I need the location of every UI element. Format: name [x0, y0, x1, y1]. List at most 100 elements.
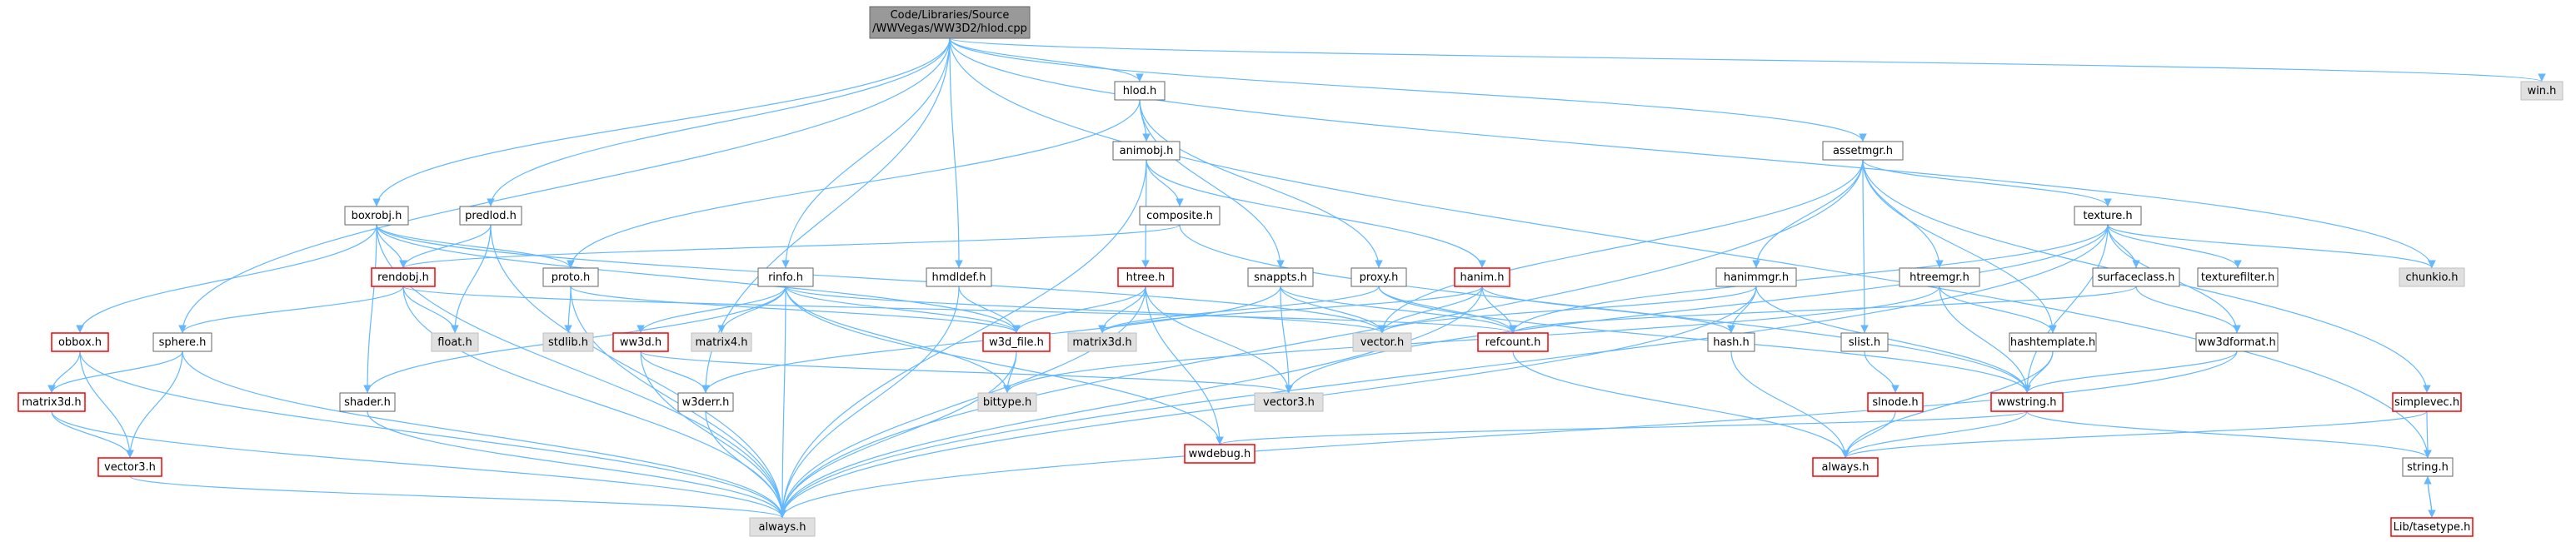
node-box [2390, 517, 2474, 537]
node-wwstring[interactable]: wwstring.h [1990, 392, 2064, 412]
node-label: string.h [2407, 461, 2449, 474]
node-label: stdlib.h [548, 336, 588, 349]
node-hanimmgr[interactable]: hanimmgr.h [1715, 267, 1797, 287]
node-htree[interactable]: htree.h [1117, 267, 1174, 287]
node-wwdebug[interactable]: wwdebug.h [1184, 444, 1256, 464]
edge-ww3d-to-vector3_grey [640, 351, 1293, 394]
node-box [339, 392, 396, 412]
node-assetmgr[interactable]: assetmgr.h [1822, 141, 1904, 161]
node-matrix3d[interactable]: matrix3d.h [17, 392, 86, 412]
node-box [459, 206, 522, 226]
node-box [2399, 267, 2465, 287]
node-label: always.h [758, 521, 806, 534]
node-w3derr[interactable]: w3derr.h [677, 392, 734, 412]
node-vector3[interactable]: vector3.h [97, 457, 162, 477]
node-always[interactable]: always.h [1812, 457, 1879, 477]
edge-w3derr-to-always_grey [705, 410, 786, 519]
node-box [691, 332, 752, 352]
node-animobj[interactable]: animobj.h [1112, 141, 1181, 161]
node-composite[interactable]: composite.h [1139, 206, 1221, 226]
node-chunkio[interactable]: chunkio.h [2399, 267, 2465, 287]
edge-proto-to-always_grey [570, 286, 786, 519]
node-hashtemplate[interactable]: hashtemplate.h [2009, 332, 2097, 352]
node-vectorh[interactable]: vector.h [1352, 332, 1412, 352]
edge-assetmgr-to-vectorh [1378, 159, 1864, 334]
node-label: htreemgr.h [1910, 271, 1969, 284]
edge-rinfo-to-always_grey [778, 286, 786, 519]
edge-wwstring-to-always [1841, 410, 2028, 459]
edge-ww3dformat-to-always_grey [778, 351, 2238, 519]
node-hlod[interactable]: hlod.h [1114, 81, 1166, 101]
edge-boxrobj-to-proto [376, 224, 575, 269]
node-slist[interactable]: slist.h [1840, 332, 1889, 352]
node-label: htree.h [1126, 271, 1166, 284]
node-refcount[interactable]: refcount.h [1477, 332, 1549, 352]
edge-wwstring-to-string [2026, 410, 2432, 459]
node-vector3-grey[interactable]: vector3.h [1254, 392, 1324, 412]
node-obbox[interactable]: obbox.h [51, 332, 109, 352]
node-matrix3d-grey[interactable]: matrix3d.h [1067, 332, 1137, 352]
node-sphere[interactable]: sphere.h [152, 332, 212, 352]
node-libtasetype[interactable]: Lib/tasetype.h [2390, 517, 2474, 537]
edge-texture-to-vector3_grey [1285, 224, 2109, 394]
edge-proxy-to-refcount [1378, 286, 1517, 334]
node-hmdldef[interactable]: hmdldef.h [926, 267, 992, 287]
edge-root-to-winh [949, 37, 2546, 82]
edge-surfaceclass-to-ww3dformat [2135, 286, 2241, 334]
edge-w3dfile-to-bittype [1003, 351, 1017, 394]
node-rinfo[interactable]: rinfo.h [757, 267, 814, 287]
node-texture[interactable]: texture.h [2074, 206, 2142, 226]
edge-root-to-sphere [178, 37, 951, 334]
node-shader[interactable]: shader.h [339, 392, 396, 412]
edge-assetmgr-to-hashtemplate [1862, 159, 2057, 334]
node-winh[interactable]: win.h [2520, 81, 2564, 101]
edge-root-to-boxrobj [372, 37, 951, 207]
node-surfaceclass[interactable]: surfaceclass.h [2092, 267, 2180, 287]
edge-boxrobj-to-shader [363, 224, 377, 394]
edge-predlod-to-always_grey [490, 224, 786, 519]
edge-hanim-to-vectorh [1378, 286, 1483, 334]
node-snappts[interactable]: snappts.h [1247, 267, 1314, 287]
node-floath[interactable]: float.h [431, 332, 479, 352]
node-simplevec[interactable]: simplevec.h [2392, 392, 2462, 412]
root-node[interactable]: Code/Libraries/Source /WWVegas/WW3D2/hlo… [869, 6, 1031, 39]
edge-hmdldef-to-w3dfile [958, 286, 1021, 334]
node-stdlib[interactable]: stdlib.h [542, 332, 594, 352]
edge-rinfo-to-bittype [785, 286, 1011, 394]
node-htreemgr[interactable]: htreemgr.h [1899, 267, 1980, 287]
node-bittype[interactable]: bittype.h [977, 392, 1037, 412]
node-matrix4[interactable]: matrix4.h [691, 332, 752, 352]
node-box [982, 332, 1051, 352]
node-proxy[interactable]: proxy.h [1350, 267, 1407, 287]
node-boxrobj[interactable]: boxrobj.h [344, 206, 409, 226]
node-hash[interactable]: hash.h [1707, 332, 1755, 352]
edge-animobj-to-always_grey [778, 159, 1147, 519]
node-label: shader.h [344, 396, 391, 409]
node-label: hash.h [1713, 336, 1750, 349]
node-hanim[interactable]: hanim.h [1454, 267, 1510, 287]
node-w3dfile[interactable]: w3d_file.h [982, 332, 1051, 352]
node-predlod[interactable]: predlod.h [459, 206, 522, 226]
edge-assetmgr-to-htreemgr [1862, 159, 1944, 269]
node-box [371, 267, 436, 287]
edge-matrix3d-to-always_grey [51, 410, 786, 519]
node-proto[interactable]: proto.h [542, 267, 599, 287]
edge-rendobj-to-always_grey [402, 286, 786, 519]
edge-root-to-predlod [487, 37, 951, 207]
node-ww3d[interactable]: ww3d.h [612, 332, 669, 352]
node-slnode[interactable]: slnode.h [1867, 392, 1924, 412]
node-rendobj[interactable]: rendobj.h [371, 267, 436, 287]
node-label: Lib/tasetype.h [2394, 521, 2471, 534]
node-texturefilter[interactable]: texturefilter.h [2197, 267, 2279, 287]
node-box [17, 392, 86, 412]
node-label: bittype.h [983, 396, 1031, 409]
edge-htree-to-vector3_grey [1145, 286, 1293, 394]
root-label-line1: Code/Libraries/Source [891, 9, 1010, 22]
node-label: slnode.h [1872, 396, 1918, 409]
edge-slist-to-slnode [1864, 351, 1900, 394]
edge-assetmgr-to-hanimmgr [1752, 159, 1864, 269]
node-ww3dformat[interactable]: ww3dformat.h [2195, 332, 2279, 352]
node-label: matrix4.h [695, 336, 747, 349]
node-string[interactable]: string.h [2402, 457, 2454, 477]
node-always-grey[interactable]: always.h [749, 517, 816, 537]
